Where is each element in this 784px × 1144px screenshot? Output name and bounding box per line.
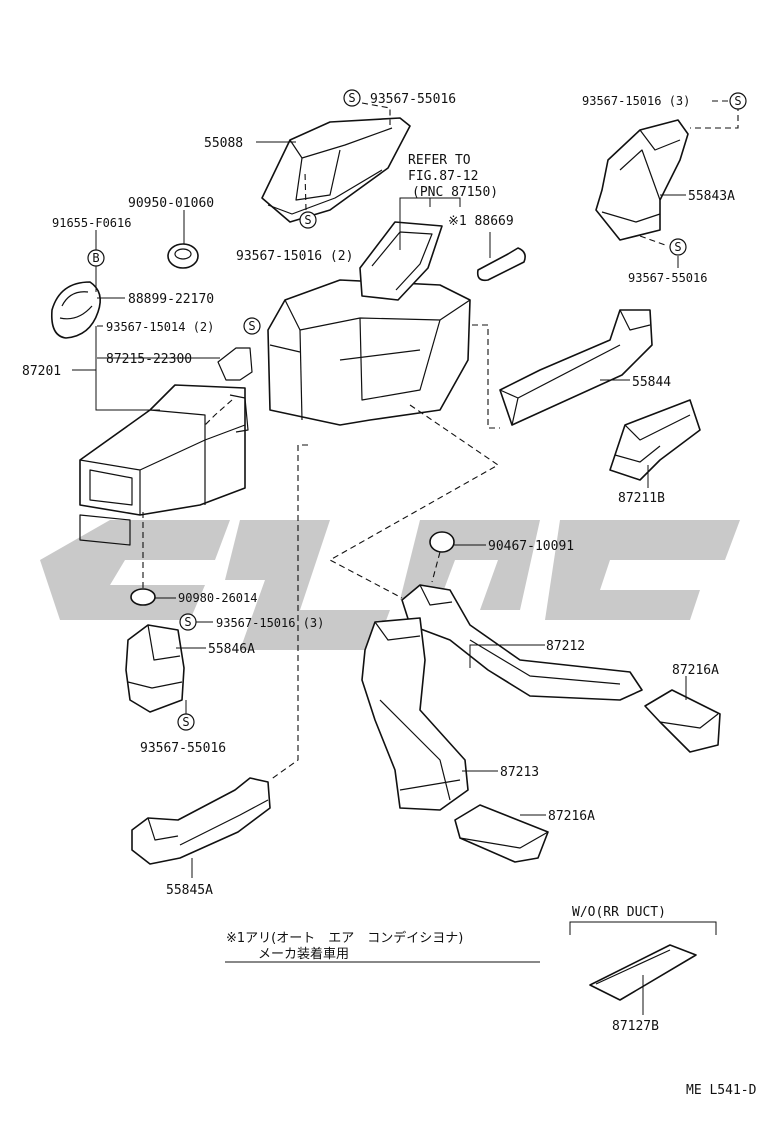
symbol-s-2: S <box>299 211 317 229</box>
label-93567-55016-right: 93567-55016 <box>628 271 707 285</box>
symbol-b-1: B <box>87 249 105 267</box>
part-55088-duct[interactable] <box>261 117 411 223</box>
label-wo-rr-duct: W/O(RR DUCT) <box>572 905 666 920</box>
part-87201-box[interactable] <box>79 384 246 546</box>
label-87201: 87201 <box>22 364 61 379</box>
callout-labels: 93567-55016 55088 REFER TO FIG.87-12 (PN… <box>22 92 757 1098</box>
part-87212-duct[interactable] <box>401 584 643 701</box>
label-87215-22300: 87215-22300 <box>106 352 192 367</box>
svg-text:S: S <box>674 240 681 254</box>
label-93567-55016-left: 93567-55016 <box>140 741 226 756</box>
label-93567-15016-3-top: 93567-15016 (3) <box>582 94 690 108</box>
svg-text:S: S <box>734 94 741 108</box>
label-87212: 87212 <box>546 639 585 654</box>
part-88669-hose[interactable] <box>476 247 526 282</box>
label-90950-01060: 90950-01060 <box>128 196 214 211</box>
part-88899-22170-cover[interactable] <box>50 281 101 339</box>
label-90467-10091: 90467-10091 <box>488 539 574 554</box>
label-93567-55016-top: 93567-55016 <box>370 92 456 107</box>
label-93567-15014-2: 93567-15014 (2) <box>106 320 214 334</box>
part-heater-unit[interactable] <box>267 221 471 426</box>
svg-text:S: S <box>182 715 189 729</box>
label-55844: 55844 <box>632 375 671 390</box>
svg-text:S: S <box>184 615 191 629</box>
label-93567-15016-3-left: 93567-15016 (3) <box>216 616 324 630</box>
figure-id: ME L541-D <box>686 1083 757 1098</box>
label-90980-26014: 90980-26014 <box>178 591 257 605</box>
footnote-line-1: ※1アリ(オート エア コンデイシヨナ) <box>226 930 463 946</box>
label-91655-f0616: 91655-F0616 <box>52 216 131 230</box>
part-90950-01060-grommet[interactable] <box>167 243 199 269</box>
symbol-s-1: S <box>343 89 361 107</box>
part-87127b-pad[interactable] <box>589 944 697 1001</box>
label-188669: ※1 88669 <box>448 214 514 229</box>
part-87213-duct[interactable] <box>361 617 469 811</box>
label-87216a-bottom: 87216A <box>548 809 595 824</box>
svg-text:S: S <box>348 91 355 105</box>
label-55846a: 55846A <box>208 642 255 657</box>
symbol-s-5: S <box>669 238 687 256</box>
part-90467-10091-cap[interactable] <box>429 531 455 553</box>
part-55846a-duct[interactable] <box>125 624 185 713</box>
label-55088: 55088 <box>204 136 243 151</box>
part-87216a-right[interactable] <box>644 689 721 753</box>
label-refer-3: (PNC 87150) <box>412 185 498 200</box>
symbol-s-4: S <box>729 92 747 110</box>
label-93567-15016-2: 93567-15016 (2) <box>236 249 353 264</box>
label-88899-22170: 88899-22170 <box>128 292 214 307</box>
symbol-s-3: S <box>243 317 261 335</box>
svg-text:B: B <box>92 251 99 265</box>
label-refer-2: FIG.87-12 <box>408 169 478 184</box>
label-87127b: 87127B <box>612 1019 659 1034</box>
part-87216a-bottom[interactable] <box>454 804 549 863</box>
footnote-line-2: メーカ装着車用 <box>258 946 349 962</box>
svg-text:S: S <box>248 319 255 333</box>
part-87215-bracket[interactable] <box>217 347 253 433</box>
part-87211b[interactable] <box>609 399 701 481</box>
part-55844-duct[interactable] <box>499 309 653 426</box>
symbol-s-7: S <box>177 713 195 731</box>
watermark <box>40 520 740 650</box>
symbol-s-6: S <box>179 613 197 631</box>
label-87211b: 87211B <box>618 491 665 506</box>
svg-text:S: S <box>304 213 311 227</box>
label-55843a: 55843A <box>688 189 735 204</box>
label-87216a-right: 87216A <box>672 663 719 678</box>
leader-lines <box>72 100 739 1015</box>
part-55845a-duct[interactable] <box>131 777 271 865</box>
label-87213: 87213 <box>500 765 539 780</box>
part-55843a-duct[interactable] <box>595 119 689 241</box>
label-refer-1: REFER TO <box>408 153 471 168</box>
label-55845a: 55845A <box>166 883 213 898</box>
part-90980-26014-plug[interactable] <box>130 588 156 606</box>
